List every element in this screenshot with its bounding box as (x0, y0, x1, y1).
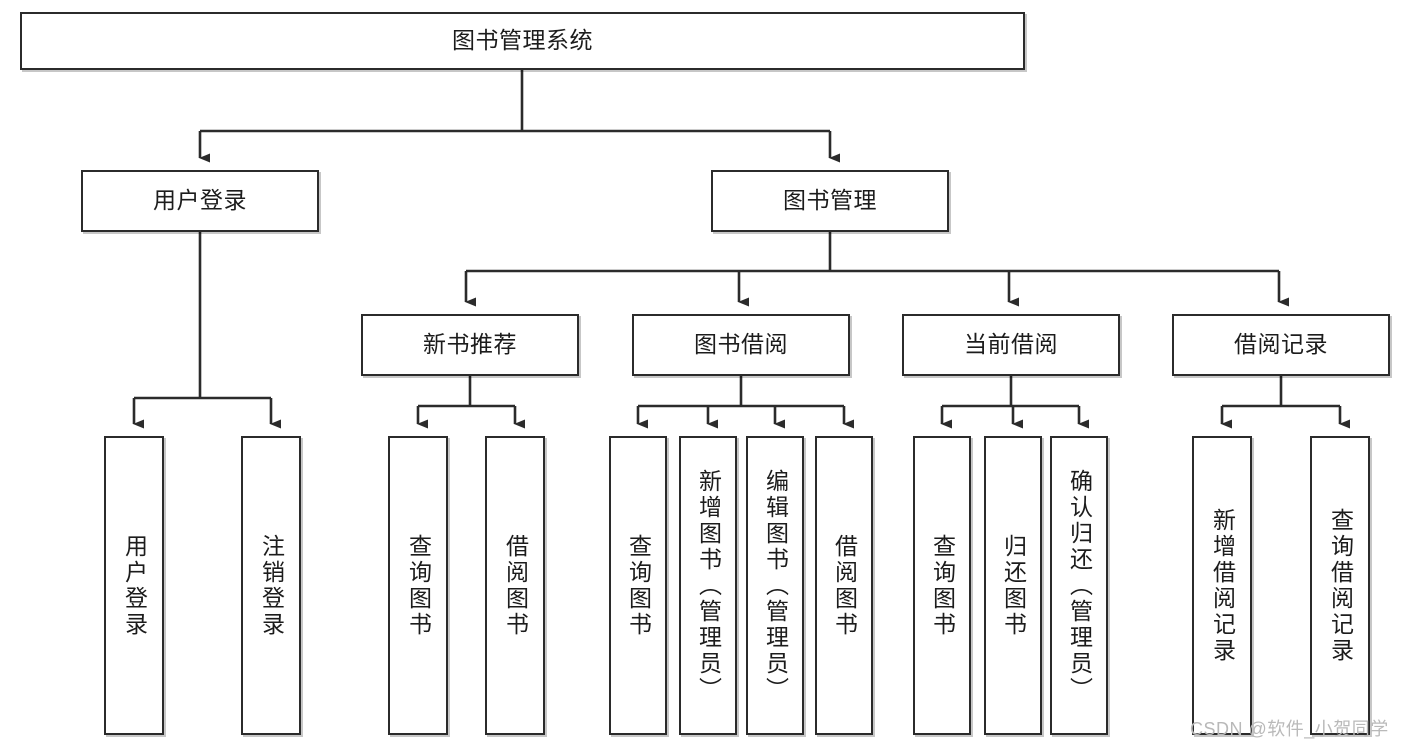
node-borrow-record-label: 借阅记录 (1234, 331, 1328, 358)
node-user-login-label: 用户登录 (153, 187, 247, 214)
node-leaf-confirm-return[interactable]: 确认归还（管理员） (1050, 436, 1108, 735)
node-leaf-borrow-book[interactable]: 借阅图书 (815, 436, 873, 735)
node-leaf-query-record[interactable]: 查询借阅记录 (1310, 436, 1370, 735)
node-leaf-add-record[interactable]: 新增借阅记录 (1192, 436, 1252, 735)
node-leaf-edit-book-label: 编辑图书（管理员） (762, 468, 789, 703)
node-user-login[interactable]: 用户登录 (81, 170, 319, 232)
node-current-borrow[interactable]: 当前借阅 (902, 314, 1120, 376)
edges-currentborrow-to-leaves (940, 376, 1089, 429)
node-leaf-add-book-label: 新增图书（管理员） (695, 468, 722, 703)
node-new-book-recommend-label: 新书推荐 (423, 331, 517, 358)
node-book-borrow-label: 图书借阅 (694, 331, 788, 358)
edges-borrowrecord-to-leaves (1220, 376, 1350, 429)
node-leaf-user-logout[interactable]: 注销登录 (241, 436, 301, 735)
node-leaf-query-book-cur[interactable]: 查询图书 (913, 436, 971, 735)
node-leaf-edit-book[interactable]: 编辑图书（管理员） (746, 436, 804, 735)
node-leaf-add-record-label: 新增借阅记录 (1209, 507, 1236, 664)
node-leaf-query-book-borrow-label: 查询图书 (625, 533, 652, 638)
node-leaf-query-book-cur-label: 查询图书 (929, 533, 956, 638)
node-root[interactable]: 图书管理系统 (20, 12, 1025, 70)
node-leaf-borrow-book-rec[interactable]: 借阅图书 (485, 436, 545, 735)
csdn-watermark: CSDN @软件_小贺同学 (1190, 719, 1389, 739)
node-leaf-confirm-return-label: 确认归还（管理员） (1066, 468, 1093, 703)
node-leaf-borrow-book-rec-label: 借阅图书 (502, 533, 529, 638)
node-borrow-record[interactable]: 借阅记录 (1172, 314, 1390, 376)
node-leaf-query-book-borrow[interactable]: 查询图书 (609, 436, 667, 735)
edges-userlogin-to-leaves (132, 232, 281, 429)
node-leaf-query-book-rec[interactable]: 查询图书 (388, 436, 448, 735)
edges-bookborrow-to-leaves (636, 376, 854, 429)
node-leaf-borrow-book-label: 借阅图书 (831, 533, 858, 638)
node-root-label: 图书管理系统 (452, 27, 593, 54)
node-leaf-add-book[interactable]: 新增图书（管理员） (679, 436, 737, 735)
node-leaf-user-login[interactable]: 用户登录 (104, 436, 164, 735)
node-book-borrow[interactable]: 图书借阅 (632, 314, 850, 376)
edges-newbook-to-leaves (416, 376, 525, 429)
node-leaf-query-book-rec-label: 查询图书 (405, 533, 432, 638)
node-leaf-return-book[interactable]: 归还图书 (984, 436, 1042, 735)
node-leaf-return-book-label: 归还图书 (1000, 533, 1027, 638)
node-new-book-recommend[interactable]: 新书推荐 (361, 314, 579, 376)
node-book-manage[interactable]: 图书管理 (711, 170, 949, 232)
edges-root-to-level2 (198, 70, 840, 163)
node-leaf-user-login-label: 用户登录 (121, 533, 148, 638)
edges-bookmanage-to-level3 (464, 232, 1289, 307)
node-leaf-user-logout-label: 注销登录 (258, 533, 285, 638)
node-current-borrow-label: 当前借阅 (964, 331, 1058, 358)
node-book-manage-label: 图书管理 (783, 187, 877, 214)
node-leaf-query-record-label: 查询借阅记录 (1327, 507, 1354, 664)
